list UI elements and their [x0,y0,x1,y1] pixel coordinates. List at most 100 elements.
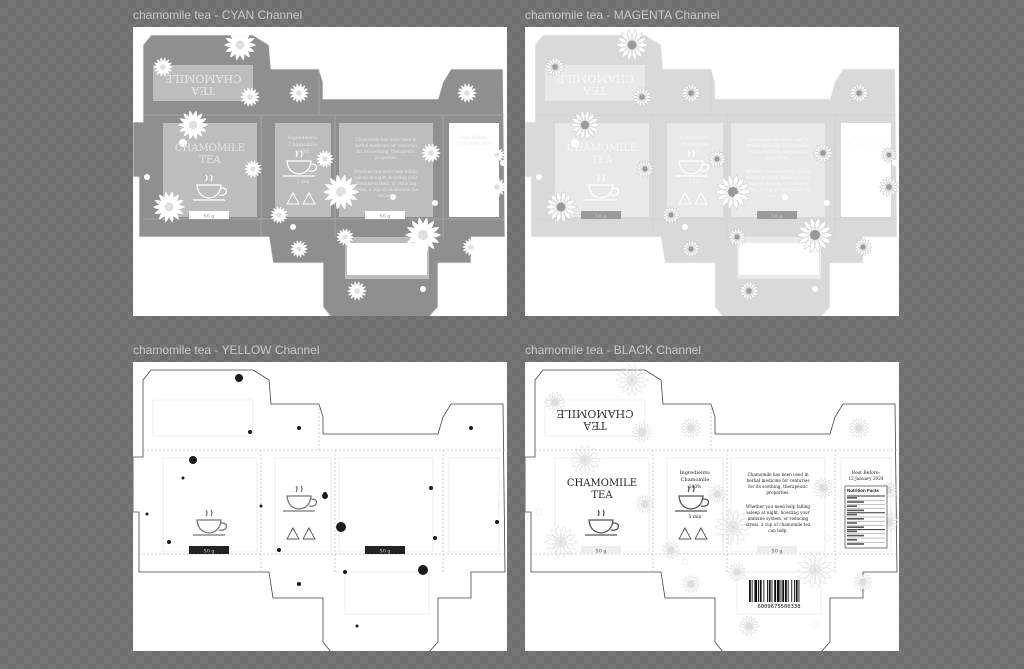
chamomile-flower-icon [347,281,367,301]
front-panel [162,457,258,553]
back-panel-description [731,123,825,217]
back-panel-description [339,123,433,217]
flower-center-dot [297,582,301,586]
best-before-date: 12 January 2024 [848,476,883,481]
description-line: Chamomile has been used in [747,137,808,142]
ingredients-value: Chamomile [289,142,318,148]
chamomile-flower-icon [848,82,870,104]
flower-dot [891,494,899,502]
description-line: Chamomile has been used in [747,472,808,477]
chamomile-flower-icon [544,190,578,224]
description-line: Whether you need help falling [354,169,419,174]
flap-name-line1: TEA [190,84,214,97]
flower-dot [812,286,818,292]
side-panel-ingredients [666,457,724,553]
recycle-icon [678,527,692,540]
flower-dot [823,534,831,542]
label-window [843,151,889,213]
flower-center-dot [145,512,149,516]
panel-title-black: chamomile tea - BLACK Channel [525,343,702,357]
flower-center-dot [495,520,499,524]
chamomile-flower-icon [853,237,873,257]
chamomile-flower-icon [661,205,681,225]
chamomile-flower-icon [462,238,480,256]
chamomile-flower-icon [680,417,702,439]
description-line: for its soothing, therapeutic [748,149,808,154]
chamomile-flower-icon [661,540,681,560]
flower-dot [811,620,819,628]
flower-center-dot [323,492,327,496]
description-line: for its soothing, therapeutic [356,149,416,154]
weight-label: 50 g [379,214,391,220]
front-panel [554,457,650,553]
description-line: herbal medicine for centuries [355,143,418,148]
flower-dot [681,558,689,566]
chamomile-flower-icon [270,206,288,224]
nutrition-facts-table: Nutrition Facts [844,485,888,549]
flower-dot [179,139,187,147]
chamomile-flower-icon [796,551,834,589]
flower-center-dot [248,430,252,434]
flower-dot [144,174,150,180]
teacup-icon [283,150,318,177]
description-line: stress, a cup of chamomile tea [354,187,419,192]
flower-dot [500,160,506,166]
flower-dot [782,194,788,200]
bottom-panel [344,571,430,615]
panel-title-yellow: chamomile tea - YELLOW Channel [133,343,320,357]
weight-label: 50 g [595,214,607,220]
chamomile-flower-icon [569,444,601,476]
product-name-line1: CHAMOMILE [175,143,245,154]
pet-recycle-icon [302,192,316,205]
brew-time: 5 min [297,179,310,185]
weight-label-box [581,211,621,219]
panel-title-cyan: chamomile tea - CYAN Channel [133,8,303,22]
chamomile-flower-icon [153,57,173,77]
chamomile-flower-icon [544,391,566,413]
flower-dot [390,194,396,200]
back-panel-description [730,457,826,553]
flower-dot [824,200,830,206]
chamomile-flower-icon [569,109,601,141]
flower-center-dot [277,548,281,552]
weight-label: 50 g [203,214,215,220]
chamomile-flower-icon [316,150,334,168]
chamomile-flower-icon [178,110,208,140]
teacup-icon [283,485,318,512]
chamomile-flower-icon [544,56,566,78]
flower-center-dot [433,536,437,540]
flower-dot [734,194,740,200]
back-panel-description [338,457,434,553]
flower-dot [570,473,580,483]
product-name-line2: TEA [591,155,613,166]
side-panel-ingredients [667,123,723,217]
weight-label-box [581,546,621,554]
chamomile-flower-icon [635,494,655,514]
chamomile-flower-icon [727,562,747,582]
weight-label-box [757,211,797,219]
description-line: can help. [768,193,787,198]
fold-lines [535,69,897,237]
flower-center-dot [235,374,243,382]
ingredients-value: Chamomile [681,142,710,148]
teacup-icon [675,485,710,512]
description-line: can help. [376,193,395,198]
weight-label-box [189,211,229,219]
chamomile-flower-icon [681,239,701,259]
weight-label: 50 g [771,214,783,220]
description-line: asleep at night, boosting your [746,510,809,515]
chamomile-flower-icon [848,417,870,439]
chamomile-flower-icon [489,147,505,163]
best-before-date: 12 January 2024 [456,141,491,146]
brew-time: 5 min [689,179,702,185]
flower-dot [781,528,789,536]
product-name-line1: CHAMOMILE [567,143,637,154]
